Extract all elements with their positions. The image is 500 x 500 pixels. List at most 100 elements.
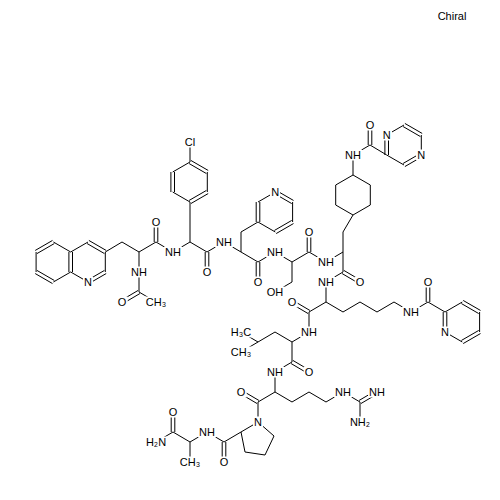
bond-line xyxy=(377,302,394,312)
atom-label: NH xyxy=(266,247,284,258)
bond-line xyxy=(258,392,275,402)
bond-line xyxy=(241,222,258,232)
bond-line xyxy=(245,452,265,455)
bond-line xyxy=(87,244,104,254)
bond-line xyxy=(35,274,52,284)
bond-line xyxy=(105,242,122,252)
atom-label: N xyxy=(440,327,450,338)
atom-label: O xyxy=(355,277,366,288)
atom-label: O xyxy=(151,217,162,228)
atom-label: O xyxy=(423,277,434,288)
bond-line xyxy=(224,432,241,442)
atom-label: O xyxy=(253,277,264,288)
atom-label: N xyxy=(416,150,426,161)
bond-line xyxy=(292,262,293,282)
bond-line xyxy=(463,334,480,344)
bond-line xyxy=(89,240,106,250)
bond-line xyxy=(72,252,73,272)
bond-line xyxy=(105,252,106,272)
atom-label: O xyxy=(168,407,179,418)
bond-line xyxy=(428,302,445,312)
atom-label: N xyxy=(253,417,263,428)
bond-line xyxy=(191,160,208,170)
bond-line xyxy=(275,332,292,342)
atom-label: O xyxy=(117,297,128,308)
bond-line xyxy=(173,162,190,172)
atom-label: NH xyxy=(300,327,318,338)
atom-label: CH₃ xyxy=(145,297,167,308)
bond-line xyxy=(71,242,88,252)
atom-label: O xyxy=(287,297,298,308)
bond-line xyxy=(37,244,54,254)
atom-label: O xyxy=(219,457,230,468)
atom-label: N xyxy=(83,277,93,288)
atom-label: CH₃ xyxy=(179,457,201,468)
bond-line xyxy=(53,272,70,282)
bond-line xyxy=(343,302,360,312)
bond-line xyxy=(259,202,260,222)
bond-line xyxy=(173,192,190,202)
bond-line xyxy=(189,190,206,200)
bond-line xyxy=(35,240,52,250)
bond-line xyxy=(463,300,480,310)
bond-line xyxy=(241,432,245,452)
bond-line xyxy=(190,202,191,222)
bond-line xyxy=(292,342,293,362)
bond-line xyxy=(258,332,275,342)
bond-line xyxy=(335,185,336,205)
atom-label: NH xyxy=(130,267,148,278)
bond-line xyxy=(191,194,208,204)
atom-label: H₃C xyxy=(230,327,252,338)
bond-line xyxy=(37,270,54,280)
bond-line xyxy=(68,252,69,272)
atom-label: NH xyxy=(266,367,284,378)
bond-line xyxy=(174,172,175,192)
bond-line xyxy=(275,392,292,402)
bond-line xyxy=(360,302,377,312)
atom-label: NH xyxy=(317,257,335,268)
atom-label: OH xyxy=(266,287,285,298)
bond-line xyxy=(207,172,208,192)
atom-label: O xyxy=(236,387,247,398)
chiral-note: Chiral xyxy=(437,11,468,22)
bond-line xyxy=(190,242,207,252)
bond-line xyxy=(256,202,257,222)
atom-label: N xyxy=(270,187,280,198)
bond-line xyxy=(403,127,420,137)
bond-line xyxy=(292,202,293,222)
bond-line xyxy=(461,304,478,314)
bond-line xyxy=(309,392,326,402)
atom-label: O xyxy=(304,227,315,238)
atom-label: NH xyxy=(215,237,233,248)
atom-label: NH xyxy=(344,150,362,161)
bond-line xyxy=(353,175,370,185)
bond-line xyxy=(326,302,343,312)
atom-label: O xyxy=(304,367,315,378)
bond-line xyxy=(241,252,258,262)
bond-line xyxy=(353,205,370,215)
bond-line xyxy=(370,145,387,155)
atom-label: NH xyxy=(368,387,386,398)
bond-line xyxy=(336,175,353,185)
bond-line xyxy=(190,222,191,242)
bond-line xyxy=(343,252,344,272)
bond-line xyxy=(445,302,462,312)
bond-line xyxy=(479,312,480,332)
atom-label: O xyxy=(202,267,213,278)
bond-line xyxy=(276,224,293,234)
bond-line xyxy=(173,432,190,442)
bond-line xyxy=(292,252,309,262)
atom-label: NH xyxy=(402,307,420,318)
atom-label: NH xyxy=(317,277,335,288)
bond-line xyxy=(189,164,206,174)
bond-line xyxy=(370,185,371,205)
bond-line xyxy=(139,242,156,252)
atom-label: H₂N xyxy=(145,437,167,448)
atom-label: O xyxy=(365,120,376,131)
bond-line xyxy=(405,123,422,133)
bond-line xyxy=(343,232,344,252)
bond-line xyxy=(274,220,291,230)
bond-line xyxy=(53,242,70,252)
